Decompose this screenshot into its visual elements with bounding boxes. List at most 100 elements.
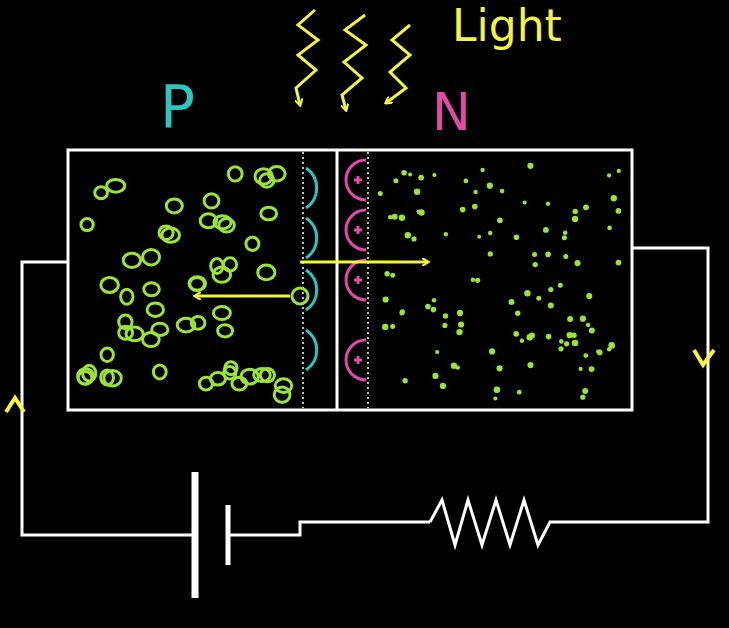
hole	[95, 187, 108, 199]
electron	[586, 293, 592, 299]
electron	[390, 324, 395, 329]
resistor-symbol	[430, 500, 560, 545]
electron	[580, 395, 585, 400]
light-rays	[296, 10, 410, 110]
electron	[579, 367, 583, 371]
electron	[393, 178, 398, 183]
electron	[514, 235, 520, 241]
electron	[457, 310, 463, 316]
hole	[107, 179, 125, 192]
negative-ions	[306, 168, 317, 370]
electron	[399, 310, 404, 315]
electron	[400, 309, 405, 314]
hole	[153, 365, 166, 379]
electron	[572, 340, 579, 347]
electron	[443, 313, 448, 318]
p-region-label: P	[160, 78, 195, 136]
hole	[152, 323, 168, 335]
electron	[460, 207, 466, 213]
electron	[471, 278, 475, 282]
electron	[500, 189, 505, 194]
electron	[532, 252, 537, 257]
hole	[258, 265, 275, 280]
electron	[382, 324, 388, 330]
electron	[390, 273, 395, 278]
electron	[596, 350, 600, 354]
hole	[214, 216, 231, 229]
hole	[101, 348, 113, 362]
electron	[589, 366, 595, 372]
hole	[204, 194, 219, 208]
electron	[527, 362, 533, 368]
electron	[444, 232, 448, 236]
electron	[607, 226, 612, 231]
electron	[488, 251, 493, 256]
electron	[527, 334, 533, 340]
electron	[586, 323, 590, 327]
electron	[563, 231, 568, 236]
electron	[493, 396, 497, 400]
electron	[383, 296, 389, 302]
electron	[456, 329, 462, 335]
electron	[432, 173, 436, 177]
hole	[189, 277, 206, 290]
hole	[246, 237, 259, 250]
electron	[571, 333, 576, 338]
electron	[509, 299, 515, 305]
electron	[536, 296, 541, 301]
electron	[520, 339, 524, 343]
electron	[567, 316, 573, 322]
hole	[228, 167, 242, 181]
n-region-label: N	[432, 86, 471, 138]
electron	[616, 260, 622, 266]
electron	[564, 341, 569, 346]
electron	[559, 339, 564, 344]
hole	[147, 303, 163, 316]
electron	[414, 189, 420, 195]
electron	[425, 304, 431, 310]
electron	[432, 298, 437, 303]
electron	[473, 190, 477, 194]
hole	[261, 207, 277, 220]
electron	[411, 236, 416, 241]
electron-drift-arrow	[300, 261, 428, 264]
hole	[218, 325, 233, 337]
hole	[166, 199, 182, 213]
current-arrow	[6, 398, 24, 412]
electron	[558, 283, 563, 288]
electron	[548, 303, 554, 309]
electron	[417, 210, 421, 214]
electron	[574, 260, 580, 266]
electron	[497, 365, 503, 371]
hole	[119, 315, 132, 329]
hole	[213, 307, 230, 320]
electron	[399, 215, 405, 221]
depletion-edge	[302, 152, 304, 408]
holes	[78, 167, 292, 403]
hole	[211, 258, 223, 273]
hole	[101, 278, 119, 293]
circuit-wire	[22, 248, 708, 535]
electron	[562, 235, 567, 240]
electron	[392, 214, 398, 220]
hole	[159, 226, 173, 240]
electron	[480, 168, 484, 172]
electron	[527, 163, 533, 169]
electron	[384, 271, 389, 276]
electron	[515, 311, 520, 316]
electron	[402, 378, 407, 383]
current-arrow	[694, 350, 714, 365]
electron	[405, 232, 411, 238]
electron	[432, 373, 438, 379]
electron	[582, 388, 588, 394]
electron	[608, 342, 615, 349]
hole	[123, 253, 140, 267]
generated-hole	[292, 288, 308, 304]
electron	[418, 175, 424, 181]
battery-symbol	[195, 472, 228, 598]
hole	[199, 377, 212, 390]
electron	[494, 387, 501, 394]
electron	[488, 231, 493, 236]
electron	[497, 217, 503, 223]
electron	[524, 290, 530, 296]
